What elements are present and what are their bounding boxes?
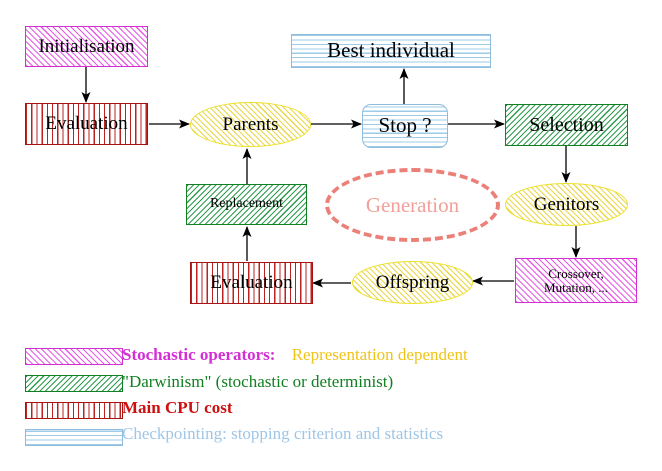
legend-label-main-cpu-cost: Main CPU cost [122, 398, 232, 418]
node-crossover-label-line2: Mutation, ... [544, 279, 608, 295]
node-selection-label: Selection [529, 113, 604, 136]
node-initialisation[interactable]: Initialisation [25, 26, 148, 67]
legend-text-0: Stochastic operators: [122, 345, 276, 364]
node-genitors-label: Genitors [533, 193, 600, 215]
node-best-individual[interactable]: Best individual [291, 34, 491, 68]
node-stop[interactable]: Stop ? [362, 104, 448, 148]
node-generation-label: Generation [365, 192, 460, 217]
legend-label-darwinism: "Darwinism" (stochastic or determinist) [122, 372, 393, 392]
legend-text-1: "Darwinism" (stochastic or determinist) [122, 372, 394, 391]
legend-label-stochastic-operators: Stochastic operators: Representation dep… [122, 345, 468, 365]
node-crossover-mutation[interactable]: Crossover, Mutation, ... [515, 258, 637, 303]
node-replacement-label: Replacement [209, 196, 284, 212]
node-offspring-label: Offspring [375, 271, 450, 293]
node-evaluation-bottom-label: Evaluation [210, 272, 293, 294]
legend-text-0-extra: Representation dependent [291, 345, 468, 364]
legend-swatch-darwinism [25, 375, 123, 392]
legend-label-checkpointing: Checkpointing: stopping criterion and st… [122, 424, 443, 444]
legend-text-2: Main CPU cost [122, 398, 233, 417]
node-crossover-label-line1: Crossover, [548, 266, 604, 282]
legend-swatch-main-cpu-cost [25, 402, 123, 419]
node-evaluation-top[interactable]: Evaluation [25, 103, 148, 145]
node-parents-label: Parents [222, 113, 279, 135]
node-parents[interactable]: Parents [190, 102, 311, 147]
node-best-individual-label: Best individual [327, 38, 455, 63]
node-offspring[interactable]: Offspring [352, 261, 473, 304]
node-evaluation-bottom[interactable]: Evaluation [190, 262, 313, 304]
legend-swatch-checkpointing [25, 429, 123, 446]
node-stop-label: Stop ? [378, 113, 432, 138]
node-generation: Generation [325, 168, 500, 242]
node-evaluation-top-label: Evaluation [45, 113, 128, 135]
legend-swatch-stochastic-operators [25, 348, 123, 365]
node-replacement[interactable]: Replacement [186, 184, 307, 225]
legend-text-3: Checkpointing: stopping criterion and st… [122, 424, 444, 443]
node-initialisation-label: Initialisation [38, 35, 135, 57]
node-genitors[interactable]: Genitors [505, 183, 628, 226]
node-selection[interactable]: Selection [505, 104, 628, 146]
